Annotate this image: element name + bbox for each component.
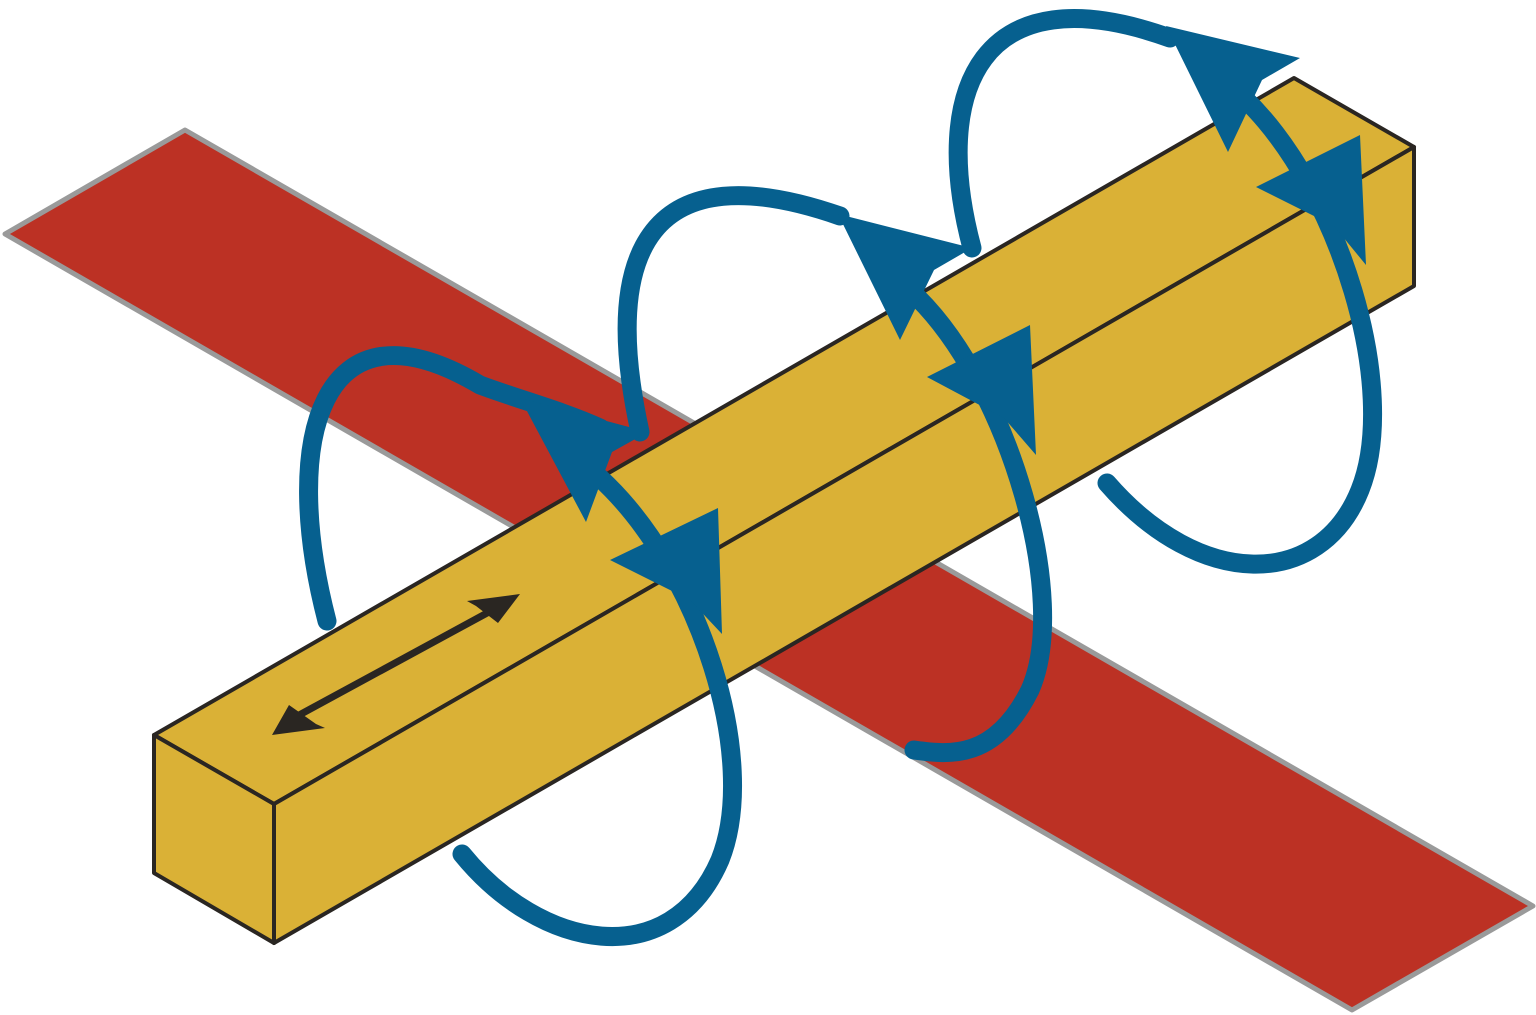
current-arrow-shaft (288, 602, 502, 724)
current-arrowhead-left (272, 705, 325, 735)
field-arrowhead-2-down (927, 325, 1036, 455)
field-arrowhead-2-up (838, 214, 972, 340)
field-arrowhead-3-down (1256, 135, 1366, 265)
field-loop-arrowheads (520, 26, 1366, 634)
field-loop-2-back (617, 186, 850, 442)
field-arrowhead-1-up (520, 398, 648, 522)
field-arrowhead-3-up (1166, 26, 1300, 152)
field-loop-3-back (948, 9, 1180, 258)
current-arrowhead-right (467, 594, 520, 623)
bar-end-face (152, 733, 276, 945)
current-direction-arrow (272, 594, 520, 735)
field-arrowhead-1-down (610, 508, 722, 634)
